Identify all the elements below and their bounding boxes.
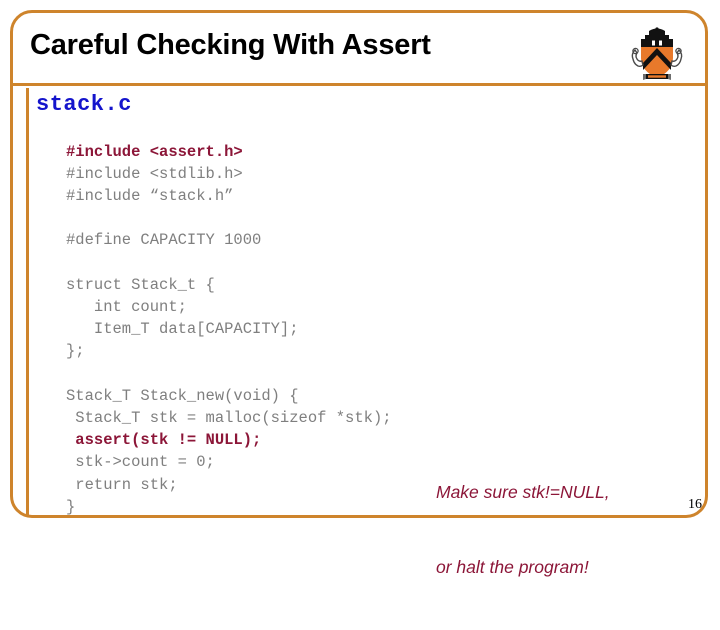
code-line: #include <assert.h> bbox=[66, 142, 243, 161]
code-line: Item_T data[CAPACITY]; bbox=[66, 320, 299, 339]
princeton-shield-icon bbox=[626, 24, 688, 86]
code-filename-heading: stack.c bbox=[36, 92, 132, 117]
annotation-line-2: or halt the program! bbox=[436, 557, 589, 577]
code-line: Stack_T Stack_new(void) { bbox=[66, 386, 299, 405]
slide-content: stack.c #include <assert.h> #include <std… bbox=[33, 90, 705, 577]
slide: Careful Checking With Assert bbox=[10, 10, 708, 577]
code-line: }; bbox=[66, 342, 85, 361]
code-line: Stack_T stk = malloc(sizeof *stk); bbox=[66, 408, 392, 427]
code-line: #include <stdlib.h> bbox=[66, 164, 243, 183]
code-line: return stk; bbox=[66, 475, 178, 494]
code-line: stk->count = 0; bbox=[66, 453, 215, 472]
code-line: assert(stk != NULL); bbox=[66, 431, 262, 450]
code-line: #define CAPACITY 1000 bbox=[66, 231, 262, 250]
code-line bbox=[66, 252, 392, 274]
code-line: int count; bbox=[66, 297, 187, 316]
slide-title-bar: Careful Checking With Assert bbox=[13, 13, 705, 86]
page-title: Careful Checking With Assert bbox=[30, 29, 431, 61]
annotation-callout: Make sure stk!=NULL, or halt the program… bbox=[436, 430, 610, 630]
code-listing: #include <assert.h> #include <stdlib.h> #i… bbox=[66, 141, 392, 518]
code-line: struct Stack_t { bbox=[66, 275, 215, 294]
code-line bbox=[66, 207, 392, 229]
content-accent-rule bbox=[26, 88, 29, 515]
code-line: } bbox=[66, 497, 76, 516]
code-line: #include “stack.h” bbox=[66, 186, 234, 205]
code-line bbox=[66, 363, 392, 385]
page-number: 16 bbox=[688, 497, 702, 512]
annotation-line-1: Make sure stk!=NULL, bbox=[436, 482, 610, 502]
